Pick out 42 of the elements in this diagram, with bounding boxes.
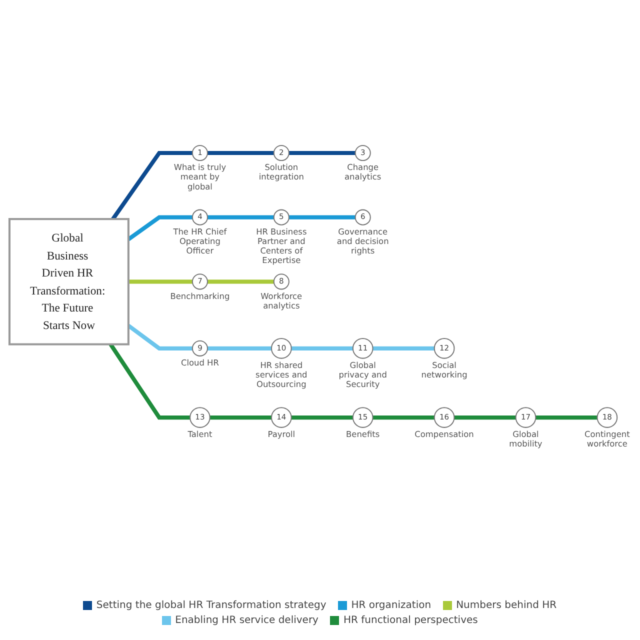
station-label: Governance and decision rights bbox=[336, 226, 389, 256]
station-label: Cloud HR bbox=[181, 357, 219, 368]
station-label: Workforce analytics bbox=[260, 290, 302, 310]
connector bbox=[127, 215, 192, 241]
station-label: Social networking bbox=[421, 360, 468, 380]
connector bbox=[291, 415, 353, 420]
legend-label: HR functional perspectives bbox=[343, 615, 478, 626]
station-label: HR Business Partner and Centers of Expertise bbox=[256, 226, 307, 266]
connector bbox=[210, 415, 272, 420]
connector bbox=[288, 215, 356, 220]
station-label: Benchmarking bbox=[170, 290, 230, 301]
station-label: Payroll bbox=[268, 429, 296, 439]
station-label: Change analytics bbox=[344, 162, 382, 182]
station-label: Solution integration bbox=[258, 162, 304, 182]
legend-label: Enabling HR service delivery bbox=[175, 615, 318, 626]
connector bbox=[111, 150, 192, 220]
station-label: Contingent workforce bbox=[584, 429, 630, 449]
node-box: Global Business Driven HR Transformation: The Future Starts Now bbox=[8, 218, 130, 346]
connector bbox=[291, 346, 353, 350]
connector bbox=[536, 415, 598, 420]
legend-label: Numbers behind HR bbox=[456, 600, 557, 611]
connector bbox=[454, 415, 516, 420]
connector bbox=[372, 346, 434, 350]
legend-label: Setting the global HR Transformation strategy bbox=[96, 600, 326, 611]
connector bbox=[128, 280, 192, 284]
station-label: What is truly meant by global bbox=[174, 162, 226, 192]
connector bbox=[288, 150, 356, 156]
connector bbox=[372, 415, 434, 420]
connector bbox=[208, 150, 274, 156]
connector bbox=[127, 324, 192, 350]
station-label: Global mobility bbox=[509, 429, 542, 449]
connector bbox=[108, 343, 190, 420]
station-label: The HR Chief Operating Officer bbox=[173, 226, 227, 256]
connector bbox=[208, 346, 272, 350]
station-label: Compensation bbox=[414, 429, 474, 439]
station-label: HR shared services and Outsourcing bbox=[256, 360, 308, 390]
station-label: Global privacy and Security bbox=[338, 360, 387, 390]
connector bbox=[208, 215, 274, 220]
station-label: Benefits bbox=[346, 429, 380, 439]
legend-label: HR organization bbox=[351, 600, 432, 611]
connector bbox=[208, 280, 274, 284]
station-label: Talent bbox=[188, 429, 212, 439]
